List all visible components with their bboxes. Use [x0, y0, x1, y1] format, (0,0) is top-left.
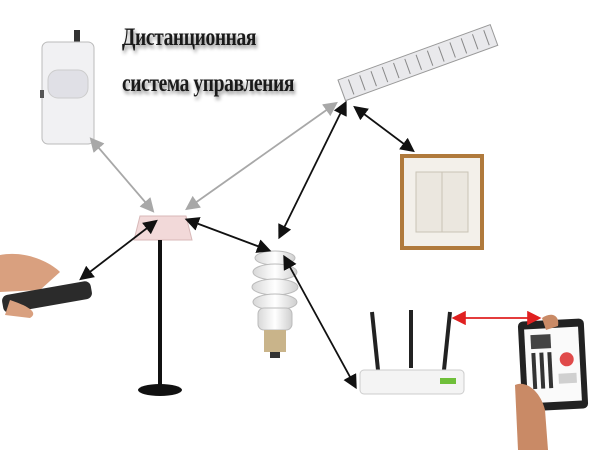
arrow-ceiling-bulb: [278, 100, 347, 240]
title-line-1: Дистанционная: [122, 24, 257, 51]
title-line-2: система управления: [122, 70, 295, 97]
motion-sensor-icon: [40, 30, 95, 145]
wifi-router-icon: [359, 310, 465, 395]
arrow-lamp-remote: [79, 219, 158, 281]
arrow-lamp-bulb: [184, 217, 272, 253]
arrow-bulb-router: [283, 254, 357, 390]
tablet-icon: [515, 314, 589, 450]
wall-switch-icon: [400, 154, 484, 250]
ceiling-light-icon: [337, 23, 499, 102]
floor-lamp-icon: [133, 215, 193, 396]
energy-saving-bulb-icon: [251, 250, 299, 358]
arrow-lamp-ceiling: [185, 101, 338, 211]
arrow-ceiling-switch: [353, 105, 415, 153]
remote-control-icon: [0, 253, 92, 318]
arrow-sensor-lamp: [89, 137, 155, 213]
